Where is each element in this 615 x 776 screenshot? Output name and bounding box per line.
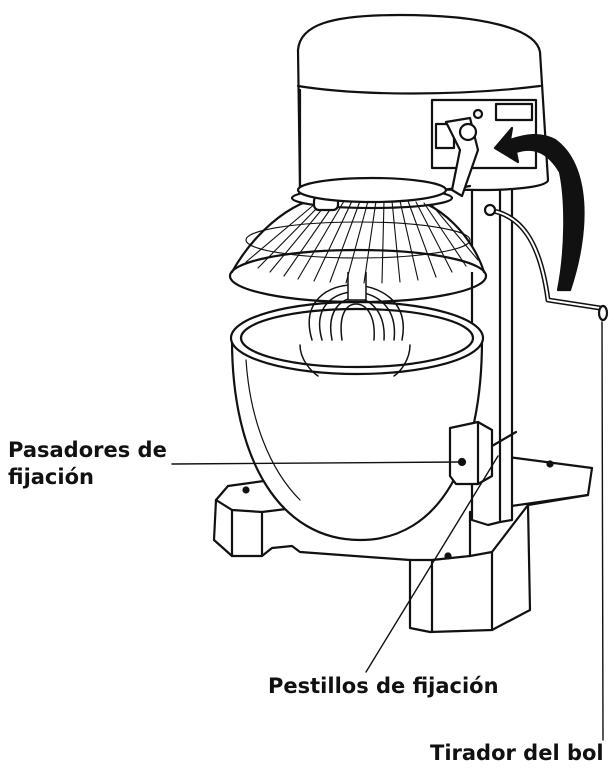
splash-guard (228, 186, 488, 304)
pins-callout: Pasadores de fijación (8, 437, 167, 491)
mixer-head (296, 13, 550, 204)
rotation-arrow (493, 126, 585, 292)
base-bolt (242, 486, 250, 494)
pins-leader-line (171, 461, 461, 465)
speed-lever (444, 116, 480, 198)
locking-latch (448, 420, 518, 486)
handle-callout: Tirador del bol (430, 741, 604, 765)
latches-leader-line (365, 455, 499, 673)
leader-lines (171, 321, 604, 741)
latches-callout: Pestillos de fijación (268, 674, 499, 698)
base-bolt (546, 460, 554, 468)
bowl-lift-handle (483, 203, 609, 322)
base-bolt (444, 552, 452, 560)
pins-callout-line1: Pasadores de (8, 438, 167, 462)
pins-callout-line2: fijación (8, 465, 94, 489)
handle-leader-line (601, 321, 604, 741)
